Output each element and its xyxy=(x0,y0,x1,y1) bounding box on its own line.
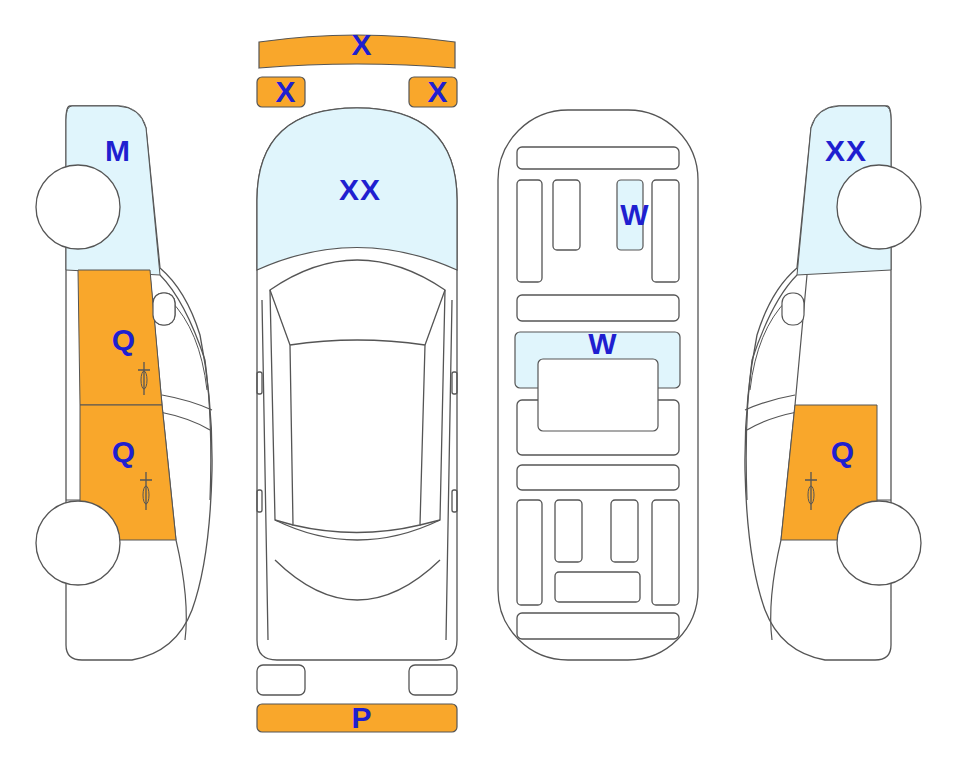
damage-code: XX xyxy=(825,136,867,166)
region-shape xyxy=(34,104,162,276)
region-shape xyxy=(779,403,921,585)
top-view xyxy=(257,108,457,695)
damage-region: Q xyxy=(76,268,176,408)
region-shape xyxy=(36,403,178,585)
damage-region: W xyxy=(513,330,682,432)
damage-code: XX xyxy=(339,175,381,205)
damage-code: Q xyxy=(112,325,136,355)
damage-region: XX xyxy=(795,104,923,276)
damage-region: W xyxy=(615,178,645,252)
damage-code: Q xyxy=(831,437,855,467)
damage-region: Q xyxy=(36,403,178,585)
damage-code: P xyxy=(351,703,372,733)
damage-region: P xyxy=(255,702,459,734)
damage-region: XX xyxy=(255,106,459,272)
damage-code: X xyxy=(427,77,448,107)
damage-region: X xyxy=(407,75,459,109)
damage-code: W xyxy=(588,329,617,359)
damage-code: X xyxy=(351,30,372,60)
damage-code: Q xyxy=(112,437,136,467)
underside-view xyxy=(498,110,698,660)
damage-code: W xyxy=(620,200,649,230)
region-shape xyxy=(795,104,923,276)
damage-code: X xyxy=(275,77,296,107)
damage-region: X xyxy=(255,75,307,109)
damage-region: Q xyxy=(779,403,921,585)
damage-region: X xyxy=(255,30,459,72)
damage-region: M xyxy=(34,104,162,276)
damage-code: M xyxy=(105,136,131,166)
